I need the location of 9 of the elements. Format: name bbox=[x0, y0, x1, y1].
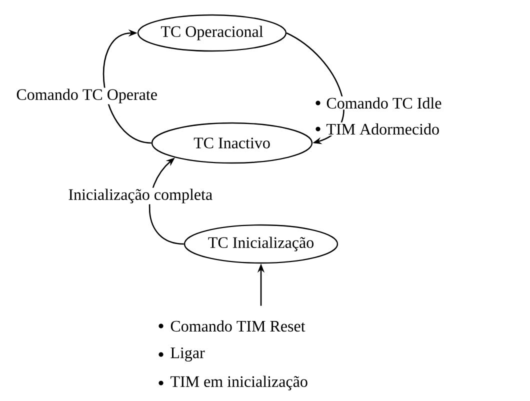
list-item: Ligar bbox=[170, 347, 205, 362]
list-item: Comando TIM Reset bbox=[170, 320, 306, 332]
bullet-label: Comando TC Idle bbox=[325, 96, 443, 110]
bullet-label: TIM Adormecido bbox=[325, 122, 440, 136]
edge-label: Comando TC Operate bbox=[16, 88, 157, 104]
list-item: TIM em inicialização bbox=[170, 376, 308, 390]
arrow bbox=[102, 29, 152, 144]
node-text: Comando TIM Reset Ligar TIM em inicialização bbox=[170, 320, 308, 390]
edge-label: Inicialização completa bbox=[68, 188, 212, 204]
